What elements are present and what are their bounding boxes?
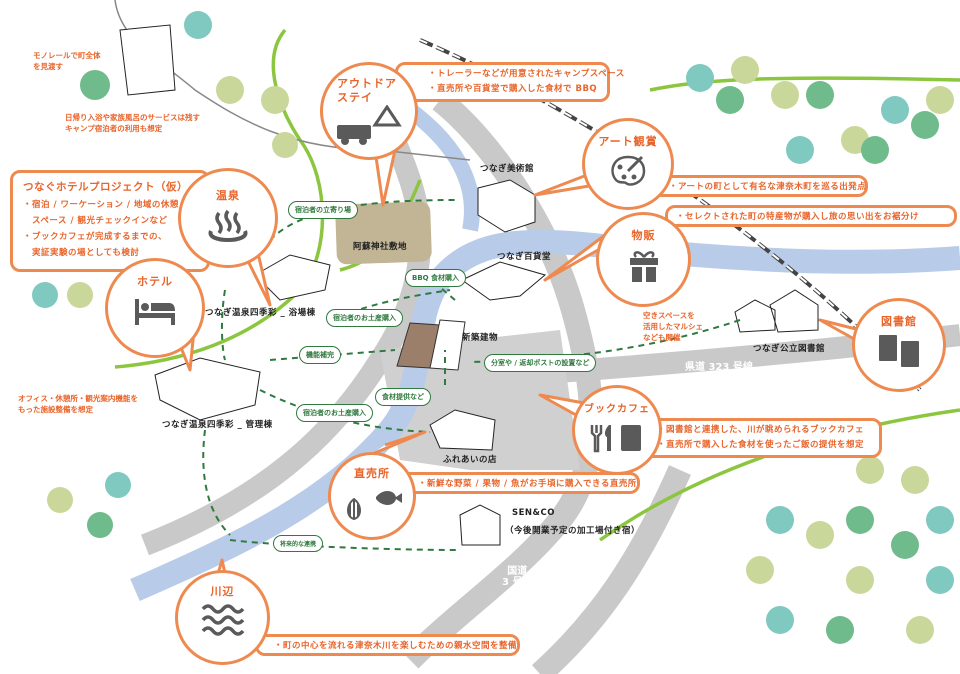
building-sketches [119, 24, 819, 546]
senco-label: SEN&CO [512, 508, 555, 518]
bubble-title: ホテル [137, 275, 173, 288]
art-bubble: アート観賞 [582, 118, 674, 210]
senco-note: （今後開業予定の加工場付き宿） [505, 526, 641, 536]
admin-wing-building [154, 357, 261, 421]
direct-bubble: 直売所 [328, 452, 416, 540]
office-note: オフィス・休憩所・観光案内機能をもった施設整備を想定 [18, 394, 138, 414]
bubble-title: 物販 [631, 229, 656, 242]
callout-line: ・アートの町として有名な津奈木町を巡る出発点 [669, 182, 867, 192]
flow-tag-future: 将来的な連携 [273, 535, 324, 552]
prefectural-road-label: 県道 323 号線 [685, 362, 753, 373]
monorail-note: モノレールで町全体を見渡す [33, 51, 101, 71]
shop-bubble: 物販 [596, 212, 691, 307]
fork-knife-book-icon [590, 425, 641, 453]
road-south [531, 465, 691, 674]
trees [32, 11, 954, 644]
riverside-callout: ・町の中心を流れる津奈木川を楽しむための親水空間を整備 [255, 634, 520, 656]
hot-spring-icon [208, 209, 248, 242]
hotel-project-line: 実証実験の場としても検討 [23, 248, 140, 258]
flow-tag-branch: 分室や / 返却ポストの設置など [484, 354, 597, 372]
outdoor-callout: ・トレーラーなどが用意されたキャンプスペース ・直売所や百貨堂で購入した食材で … [395, 62, 625, 102]
waves-icon [201, 604, 244, 636]
senco-building [459, 504, 501, 546]
art-callout: ・アートの町として有名な津奈木町を巡る出発点 [640, 175, 868, 197]
bubble-title: 直売所 [354, 467, 390, 480]
marche-note: 空きスペースを活用したマルシェなども開催 [643, 311, 703, 342]
hotel-project-title: つなぐホテルプロジェクト（仮） [23, 181, 188, 193]
flow-tag-stopover: 宿泊者の立寄り場 [288, 201, 358, 219]
hotel-bubble: ホテル [105, 258, 205, 358]
hotel-project-line: ・ブックカフェが完成するまでの、 [23, 232, 168, 242]
bubble-title: 川辺 [210, 585, 235, 598]
bubble-title: 図書館 [881, 315, 917, 328]
outdoor-bubble: アウトドア ステイ [320, 62, 418, 160]
bubble-title: アート観賞 [598, 135, 658, 148]
hotel-project-line: スペース / 観光チェックインなど [23, 216, 168, 226]
direct-callout: ・新鮮な野菜 / 果物 / 魚がお手頃に購入できる直売所 [395, 472, 640, 494]
library-bubble: 図書館 [852, 298, 946, 392]
dept-store-label: つなぎ百貨堂 [497, 252, 552, 262]
national-road-label: 国道 3 号線 [502, 566, 533, 588]
fureai-building [429, 409, 496, 451]
bath-wing-building [254, 254, 331, 301]
callout-line: ・図書館と連携した、川が眺められるブックカフェ [657, 425, 865, 435]
shrine-label: 阿蘇神社敷地 [353, 242, 408, 252]
admin-wing-label: つなぎ温泉四季彩 _ 管理棟 [162, 420, 273, 430]
shrine-lot [335, 201, 432, 265]
gift-icon [629, 251, 658, 282]
tent-camper-icon [337, 104, 402, 145]
fureai-label: ふれあいの店 [443, 455, 498, 465]
onsen-bubble: 温泉 [178, 168, 278, 268]
bubble-title: ブックカフェ [584, 404, 650, 415]
flow-tag-function: 機能補完 [299, 346, 341, 364]
callout-line: ・トレーラーなどが用意されたキャンプスペース [428, 69, 625, 79]
bookcafe-bubble: ブックカフェ [572, 385, 662, 475]
shop-callout: ・セレクトされた町の特産物が購入し旅の思い出をお裾分け [665, 205, 957, 227]
callout-line: ・直売所で購入した食材を使ったご飯の提供を想定 [657, 440, 865, 450]
library-label: つなぎ公立図書館 [753, 344, 826, 354]
river-upper [405, 103, 480, 232]
flow-tag-souvenir: 宿泊者のお土産購入 [326, 309, 403, 327]
flow-tag-souvenir: 宿泊者のお土産購入 [296, 404, 373, 422]
callout-line: ・新鮮な野菜 / 果物 / 魚がお手頃に購入できる直売所 [418, 479, 637, 489]
hotel-project-line: ・宿泊 / ワーケーション / 地域の休憩 [23, 200, 179, 210]
riverside-bubble: 川辺 [175, 570, 270, 665]
bubble-title: アウトドア ステイ [337, 77, 397, 104]
bath-wing-label: つなぎ温泉四季彩 _ 浴場棟 [205, 308, 316, 318]
new-building-label: 新築建物 [462, 333, 499, 343]
library-buildings [734, 289, 819, 333]
flow-tag-bbq: BBQ 食材購入 [405, 269, 467, 287]
flow-arrows [202, 199, 741, 551]
callout-line: ・セレクトされた町の特産物が購入し旅の思い出をお裾分け [676, 212, 920, 222]
books-icon [879, 335, 919, 367]
callout-line: ・町の中心を流れる津奈木川を楽しむための親水空間を整備 [274, 641, 518, 651]
museum-building [477, 179, 536, 233]
palette-icon [611, 155, 646, 186]
bed-icon [135, 299, 175, 325]
bookcafe-callout: ・図書館と連携した、川が眺められるブックカフェ ・直売所で購入した食材を使ったご… [620, 418, 882, 458]
museum-label: つなぎ美術館 [480, 164, 535, 174]
hotel-project-box: つなぐホテルプロジェクト（仮） ・宿泊 / ワーケーション / 地域の休憩 スペ… [10, 170, 210, 272]
callout-line: ・直売所や百貨堂で購入した食材で BBQ [428, 84, 598, 94]
monorail-car [119, 24, 176, 96]
flow-tag-food-supply: 食材提供など [375, 388, 431, 406]
dept-store-building [461, 261, 547, 301]
onion-fish-icon [347, 491, 402, 521]
bath-service-note: 日帰り入浴や家族風呂のサービスは残すキャンプ宿泊者の利用も想定 [65, 113, 200, 133]
bubble-title: 温泉 [216, 189, 240, 202]
